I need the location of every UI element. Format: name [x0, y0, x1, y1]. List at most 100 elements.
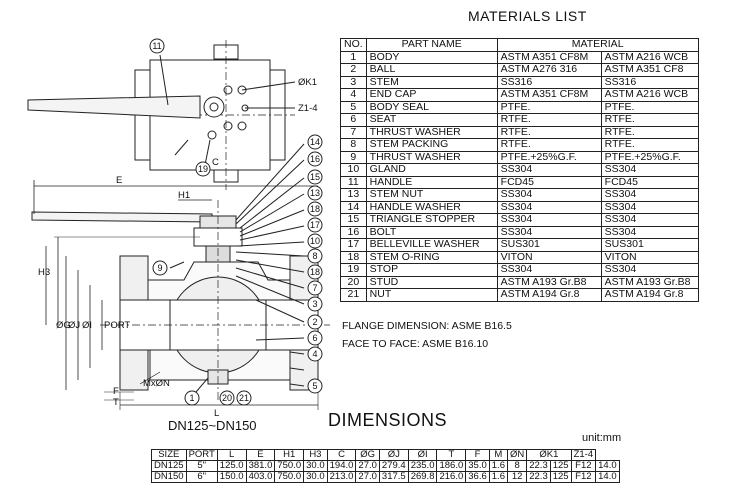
dimension-header-cell: ØG: [355, 449, 380, 461]
material-cell-m2: SS304: [600, 188, 699, 202]
material-cell-part: GLAND: [365, 163, 498, 177]
material-cell-m2: ASTM A351 CF8: [600, 63, 699, 77]
label-h1: H1: [178, 190, 190, 201]
dimension-header-cell: ØI: [407, 449, 438, 461]
balloon-6: 6: [307, 330, 323, 346]
balloon-9: 9: [152, 260, 168, 276]
material-cell-part: STOP: [365, 263, 498, 277]
material-cell-no: 21: [340, 288, 367, 302]
balloon-5: 5: [307, 378, 323, 394]
balloon-14: 14: [307, 134, 323, 150]
material-cell-m1: SS304: [496, 225, 602, 239]
svg-text:4: 4: [312, 349, 317, 359]
drawing-caption: DN125~DN150: [168, 418, 257, 433]
dimension-cell: 186.0: [436, 460, 467, 472]
svg-text:3: 3: [312, 299, 317, 309]
material-cell-part: THRUST WASHER: [365, 125, 498, 139]
material-cell-no: 3: [340, 75, 367, 89]
balloon-17: 17: [307, 217, 323, 233]
materials-header-row: NO. PART NAME MATERIAL: [340, 38, 699, 52]
dimension-header-cell: Z1-4: [570, 449, 597, 461]
dimension-cell: 317.5: [378, 471, 409, 483]
material-cell-part: END CAP: [365, 88, 498, 102]
material-cell-m2: RTFE.: [600, 113, 699, 127]
svg-text:8: 8: [312, 251, 317, 261]
dimension-cell: 194.0: [326, 460, 357, 472]
svg-text:5: 5: [312, 381, 317, 391]
balloon-21: 21: [236, 390, 252, 406]
header-no: NO.: [340, 38, 367, 52]
dimension-cell: 6": [185, 471, 218, 483]
label-j: ØJ: [68, 320, 80, 331]
label-e: E: [116, 175, 122, 186]
material-cell-no: 14: [340, 200, 367, 214]
material-cell-m2: ASTM A216 WCB: [600, 88, 699, 102]
label-l: L: [214, 408, 219, 419]
svg-text:17: 17: [310, 220, 320, 230]
material-cell-m2: SS316: [600, 75, 699, 89]
dimension-cell: 22.3: [526, 471, 551, 483]
dimension-cell: 14.0: [595, 471, 620, 483]
balloon-15: 15: [307, 169, 323, 185]
dimension-header-cell: F: [465, 449, 490, 461]
material-cell-no: 1: [340, 50, 367, 64]
material-cell-m2: PTFE.+25%G.F.: [600, 150, 699, 164]
balloon-11: 11: [149, 38, 165, 54]
dimension-cell: DN125: [151, 460, 187, 472]
materials-list-title: MATERIALS LIST: [468, 8, 587, 24]
dimension-cell: 1.6: [488, 460, 508, 472]
dimension-cell: 30.0: [303, 460, 328, 472]
dimension-header-cell: SIZE: [151, 449, 187, 461]
dimension-cell: 235.0: [407, 460, 438, 472]
material-cell-no: 20: [340, 275, 367, 289]
dimension-labels: E H1 H3 C ØK1 Z1-4 ØG ØJ ØI PORT MxØN F …: [38, 77, 318, 433]
dimension-cell: 12: [506, 471, 528, 483]
material-cell-m1: FCD45: [496, 175, 602, 189]
dimension-cell: 125: [549, 471, 572, 483]
dimension-header-cell: H3: [303, 449, 328, 461]
dimension-cell: 36.6: [465, 471, 490, 483]
material-cell-no: 16: [340, 225, 367, 239]
label-t: T: [113, 397, 119, 408]
label-c: C: [212, 157, 219, 168]
section-view: [31, 143, 330, 410]
dimension-header-cell: H1: [274, 449, 305, 461]
material-cell-m2: ASTM A193 Gr.B8: [600, 275, 699, 289]
material-cell-m2: RTFE.: [600, 125, 699, 139]
material-cell-part: BALL: [365, 63, 498, 77]
dimension-header-cell: L: [216, 449, 247, 461]
material-cell-m2: FCD45: [600, 175, 699, 189]
dimension-header-cell: E: [245, 449, 276, 461]
svg-text:18: 18: [310, 204, 320, 214]
label-mxn: MxØN: [143, 378, 170, 389]
balloon-10: 10: [307, 233, 323, 249]
material-cell-part: HANDLE: [365, 175, 498, 189]
dimension-cell: 381.0: [245, 460, 276, 472]
material-cell-part: STEM PACKING: [365, 138, 498, 152]
dimension-cell: 279.4: [378, 460, 409, 472]
material-cell-m2: SS304: [600, 163, 699, 177]
material-cell-m2: PTFE.: [600, 100, 699, 114]
label-k1: ØK1: [298, 77, 317, 88]
dimension-cell: 5": [185, 460, 218, 472]
balloon-8: 8: [307, 248, 323, 264]
material-cell-m2: SS304: [600, 200, 699, 214]
material-cell-no: 18: [340, 250, 367, 264]
face-to-face-note: FACE TO FACE: ASME B16.10: [342, 338, 489, 350]
balloon-4: 4: [307, 346, 323, 362]
svg-text:15: 15: [310, 172, 320, 182]
material-cell-m2: SS304: [600, 225, 699, 239]
material-cell-m1: RTFE.: [496, 113, 602, 127]
dimension-cell: 30.0: [303, 471, 328, 483]
dimension-cell: F12: [570, 471, 597, 483]
label-g: ØG: [56, 320, 71, 331]
